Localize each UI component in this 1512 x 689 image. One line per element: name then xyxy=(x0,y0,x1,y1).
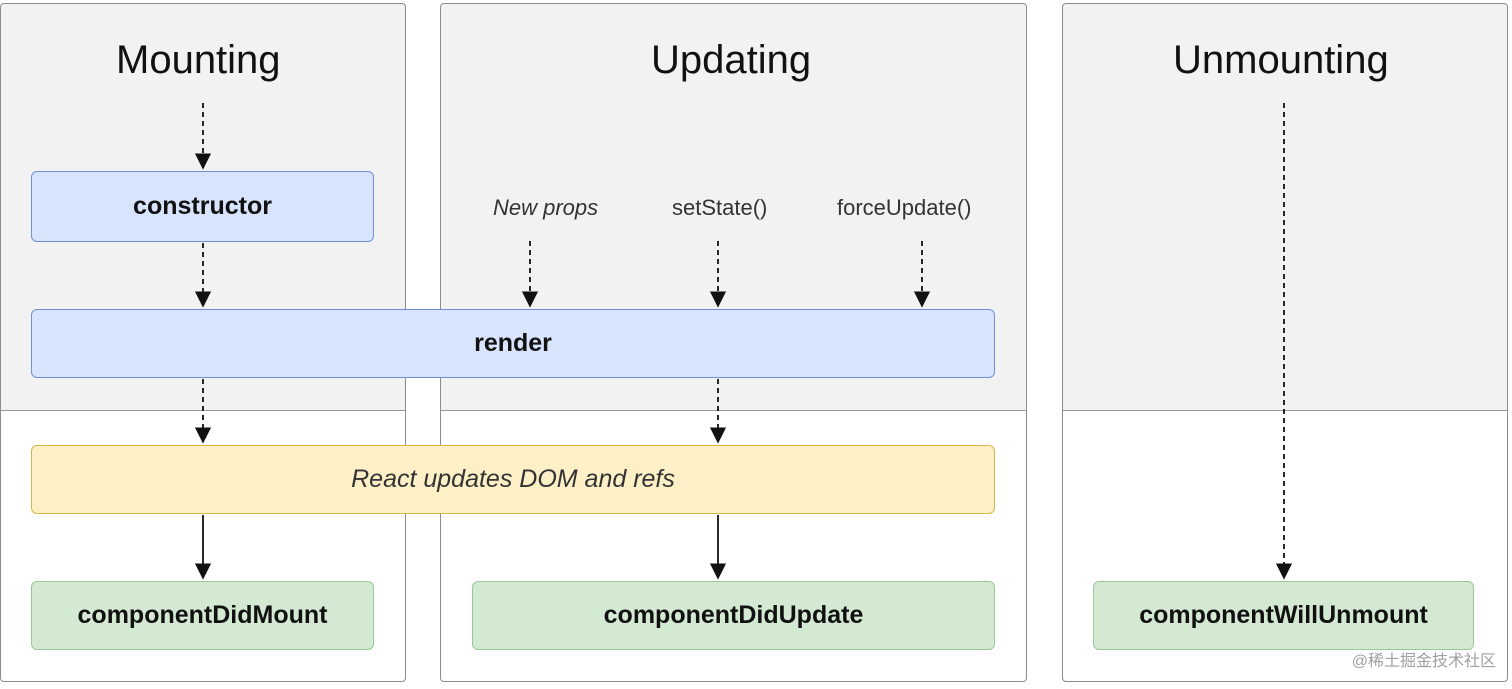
mounting-title: Mounting xyxy=(116,38,281,82)
constructor-node: constructor xyxy=(31,171,374,242)
did-mount-label: componentDidMount xyxy=(77,601,328,629)
did-mount-node: componentDidMount xyxy=(31,581,374,650)
will-unmount-label: componentWillUnmount xyxy=(1139,601,1428,629)
new-props-trigger: New props xyxy=(493,195,599,220)
render-node: render xyxy=(31,309,995,378)
will-unmount-node: componentWillUnmount xyxy=(1093,581,1474,650)
unmounting-title: Unmounting xyxy=(1173,38,1389,82)
dom-update-node: React updates DOM and refs xyxy=(31,445,995,514)
watermark: @稀土掘金技术社区 xyxy=(1351,653,1496,670)
dom-update-label: React updates DOM and refs xyxy=(351,465,675,493)
render-label: render xyxy=(474,329,552,357)
updating-title: Updating xyxy=(651,38,812,82)
unmounting-phase-panel: Unmounting xyxy=(1062,3,1508,682)
constructor-label: constructor xyxy=(133,192,272,220)
did-update-label: componentDidUpdate xyxy=(603,601,864,629)
did-update-node: componentDidUpdate xyxy=(472,581,995,650)
force-update-trigger: forceUpdate() xyxy=(837,195,972,220)
set-state-trigger: setState() xyxy=(672,195,768,220)
